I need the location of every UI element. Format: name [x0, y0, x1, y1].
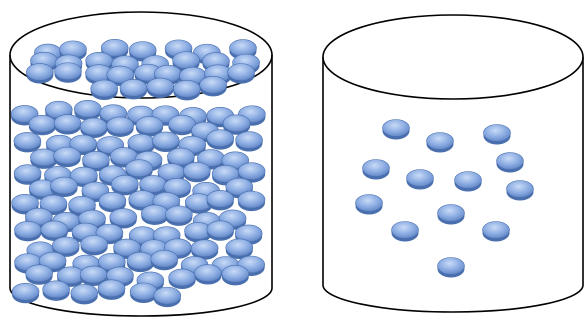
dense-particles [11, 39, 265, 307]
particle [54, 115, 81, 135]
particle [507, 181, 534, 201]
sparse-container-rim [323, 15, 583, 99]
particle [407, 170, 434, 190]
particle [107, 117, 134, 137]
particle [173, 80, 200, 100]
particle [427, 133, 454, 153]
particle [12, 283, 39, 303]
particle [222, 265, 249, 285]
particle [484, 125, 511, 145]
particle [194, 265, 221, 285]
particle [154, 287, 181, 307]
particle [169, 269, 196, 289]
particle [14, 221, 41, 241]
particle [74, 100, 101, 120]
particle [438, 258, 465, 278]
particle [98, 280, 125, 300]
particle [207, 221, 234, 241]
particle [26, 64, 53, 84]
particle [228, 64, 255, 84]
particle [29, 115, 56, 135]
particle [54, 147, 81, 167]
particle [438, 205, 465, 225]
particle [200, 76, 227, 96]
particle [236, 132, 263, 152]
particle [455, 172, 482, 192]
particle [81, 235, 108, 255]
particle [120, 79, 147, 99]
particle [483, 222, 510, 242]
particle [14, 132, 41, 152]
particle [207, 190, 234, 210]
particle [141, 205, 168, 225]
dense-container [10, 12, 272, 316]
particle [55, 63, 82, 83]
particle [130, 283, 157, 303]
particle [497, 153, 524, 173]
particle [356, 195, 383, 215]
particle [26, 265, 53, 285]
particle [383, 120, 410, 140]
particle [363, 160, 390, 180]
particle [91, 80, 118, 100]
particle [43, 281, 70, 301]
sparse-particles [356, 120, 534, 278]
particle [127, 252, 154, 272]
particle [147, 78, 174, 98]
particle [165, 206, 192, 226]
sparse-container [323, 15, 583, 312]
particle [207, 130, 234, 150]
particle [183, 162, 210, 182]
particle [238, 191, 265, 211]
particle [51, 177, 78, 197]
particle [151, 250, 178, 270]
particle [71, 284, 98, 304]
particle [392, 222, 419, 242]
